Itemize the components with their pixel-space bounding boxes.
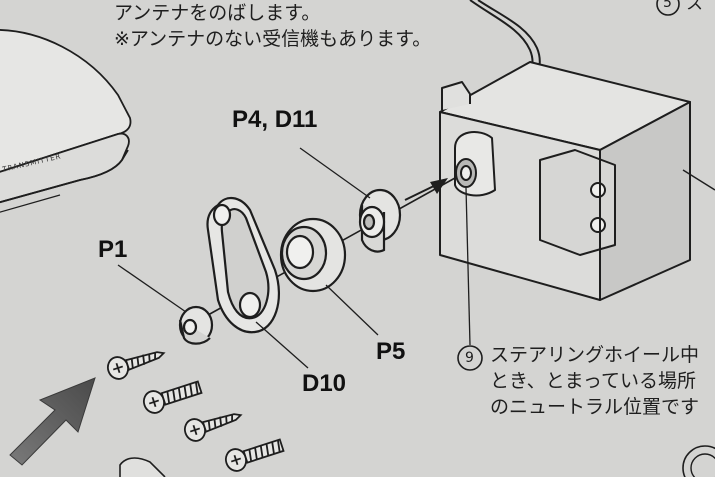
- screw-4: [225, 438, 285, 472]
- label-p5: P5: [376, 338, 406, 365]
- step5-number: 5: [663, 0, 672, 11]
- screw-3: [184, 413, 243, 442]
- label-p1: P1: [98, 236, 128, 263]
- step5-circle: [656, 0, 680, 16]
- step9-line-3: のニュートラル位置です: [490, 396, 700, 418]
- step9-line-1: ステアリングホイール中: [490, 344, 700, 366]
- screws: [107, 351, 285, 472]
- step5-text: ス: [686, 0, 703, 14]
- transmitter-illustration: [0, 29, 132, 213]
- instruction-line-1: アンテナをのばします。: [114, 2, 321, 24]
- step9-number: 9: [465, 350, 474, 366]
- label-d10: D10: [302, 370, 347, 397]
- washer-p1: [178, 305, 214, 345]
- servo-illustration: [439, 61, 691, 301]
- label-p4-d11: P4, D11: [232, 106, 318, 133]
- servo-horn-d10: [206, 197, 280, 334]
- step9-line-2: とき、とまっている場所: [490, 370, 696, 392]
- instruction-line-2: ※アンテナのない受信機もあります。: [114, 28, 432, 50]
- direction-arrow-icon: [9, 377, 96, 466]
- screw-1: [107, 351, 166, 380]
- insert-arrow-icon: [430, 178, 448, 194]
- step9-circle: [457, 345, 483, 371]
- leader-lines: [117, 147, 471, 369]
- ring-p5: [279, 217, 347, 293]
- screw-2: [143, 380, 203, 414]
- bushing-p4-d11: [358, 188, 402, 253]
